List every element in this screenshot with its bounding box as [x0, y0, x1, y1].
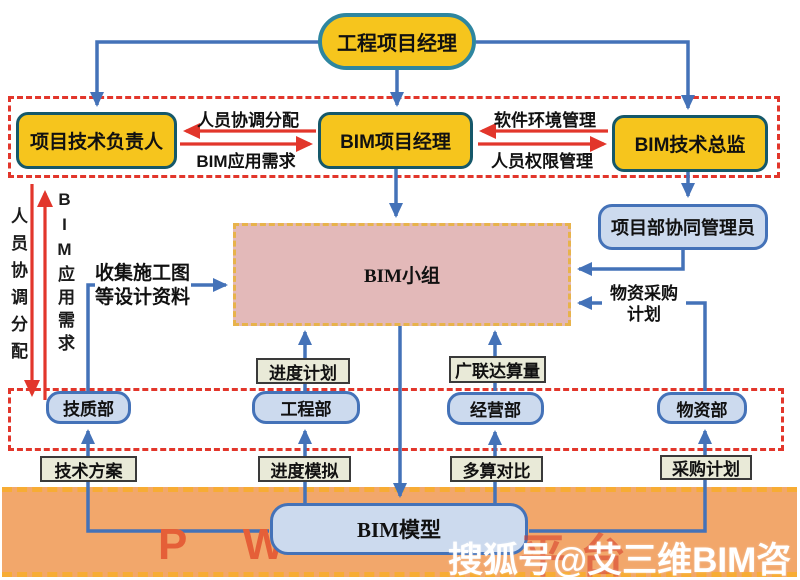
node-bim-team-label: BIM小组 [363, 266, 440, 287]
node-bim-model: BIM模型 [270, 503, 528, 555]
node-bim-pm-label: BIM项目经理 [340, 132, 451, 153]
node-dept-operation: 经营部 [447, 392, 544, 425]
node-project-manager: 工程项目经理 [318, 13, 476, 70]
node-tech-lead-label: 项目技术负责人 [29, 132, 163, 153]
node-dept-quality: 技质部 [46, 391, 131, 424]
label-collect-drawings: 收集施工图 等设计资料 [95, 262, 191, 310]
platform-letters: P W [158, 520, 307, 569]
node-dept-engineering-label: 工程部 [280, 400, 332, 419]
label-material-plan: 物资采购 计划 [602, 283, 686, 325]
label-personnel-alloc: 人员协调分配 [197, 111, 299, 130]
watermark-underlay: 平台 [520, 530, 640, 580]
node-bim-director: BIM技术总监 [612, 115, 768, 172]
label-multi-compare: 多算对比 [450, 456, 543, 482]
vertical-label-personnel-alloc: 人员协调分配 [8, 207, 27, 369]
vertical-label-bim-demand: BIM应用需求 [55, 190, 74, 357]
node-bim-director-label: BIM技术总监 [634, 135, 746, 156]
node-dept-quality-label: 技质部 [63, 400, 114, 419]
label-purchase-plan: 采购计划 [660, 455, 752, 480]
label-user-perms: 人员权限管理 [491, 152, 593, 171]
label-bim-demand: BIM应用需求 [196, 152, 296, 171]
label-collect-drawings-line1: 收集施工图 [95, 263, 191, 284]
node-dept-engineering: 工程部 [252, 391, 360, 424]
label-glodon-quantity: 广联达算量 [449, 356, 546, 383]
label-schedule-sim: 进度模拟 [258, 456, 351, 482]
label-tech-scheme: 技术方案 [40, 456, 137, 482]
node-coordinator-label: 项目部协同管理员 [611, 218, 755, 238]
label-purchase-plan-text: 采购计划 [672, 460, 740, 479]
label-schedule-plan: 进度计划 [256, 358, 350, 384]
label-collect-drawings-line2: 等设计资料 [95, 287, 191, 308]
node-bim-pm: BIM项目经理 [318, 112, 473, 169]
node-tech-lead: 项目技术负责人 [16, 112, 177, 169]
node-dept-material-label: 物资部 [676, 400, 728, 420]
node-coordinator: 项目部协同管理员 [598, 204, 768, 250]
red-coordination-arrows [24, 123, 608, 400]
department-group-frame [8, 388, 784, 451]
label-schedule-sim-text: 进度模拟 [270, 461, 339, 481]
node-bim-team: BIM小组 [233, 223, 571, 326]
node-dept-operation-label: 经营部 [470, 401, 521, 420]
watermark: 搜狐号@艾三维BIM咨询 [448, 541, 792, 580]
node-bim-model-label: BIM模型 [357, 518, 441, 542]
node-project-manager-label: 工程项目经理 [337, 33, 457, 55]
label-schedule-plan-text: 进度计划 [269, 363, 337, 383]
label-glodon-quantity-text: 广联达算量 [455, 362, 540, 381]
label-material-plan-line1: 物资采购 [610, 284, 678, 303]
label-software-env: 软件环境管理 [494, 111, 596, 130]
label-material-plan-line2: 计划 [627, 305, 661, 324]
node-dept-material: 物资部 [657, 392, 747, 424]
label-tech-scheme-text: 技术方案 [54, 461, 123, 481]
label-multi-compare-text: 多算对比 [462, 461, 531, 481]
